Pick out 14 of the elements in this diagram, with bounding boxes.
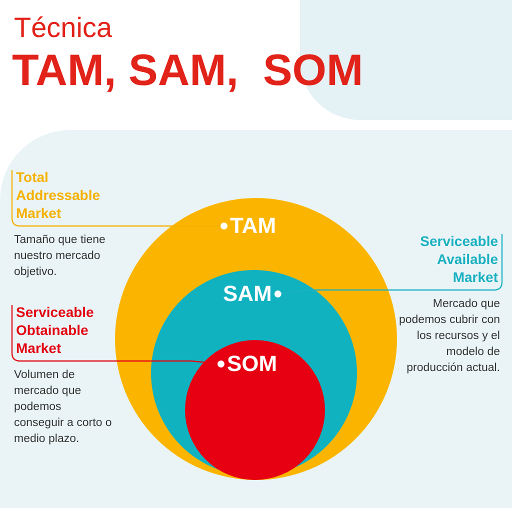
circle-label: SOM [227,352,278,376]
circle-label: TAM [230,214,276,238]
callout-heading: Serviceable Obtainable Market [15,303,95,357]
circle-label: SAM [223,282,272,306]
title: TAM, SAM, SOM [12,46,364,96]
leader-line [274,234,503,298]
callout-heading: Total Addressable Market [15,168,102,222]
leader-line [11,170,228,230]
kicker-text: Técnica [14,12,112,44]
callout-description: Volumen de mercado que podemos conseguir a corto o medio plazo. [14,368,113,447]
callout-description: Tamaño que tiene nuestro mercado objetivo. [14,233,106,280]
leader-line [11,305,224,368]
callout-heading: Serviceable Available Market [419,232,499,286]
callout-description: Mercado que podemos cubrir con los recursos y el modelo de producción actual. [398,297,500,376]
